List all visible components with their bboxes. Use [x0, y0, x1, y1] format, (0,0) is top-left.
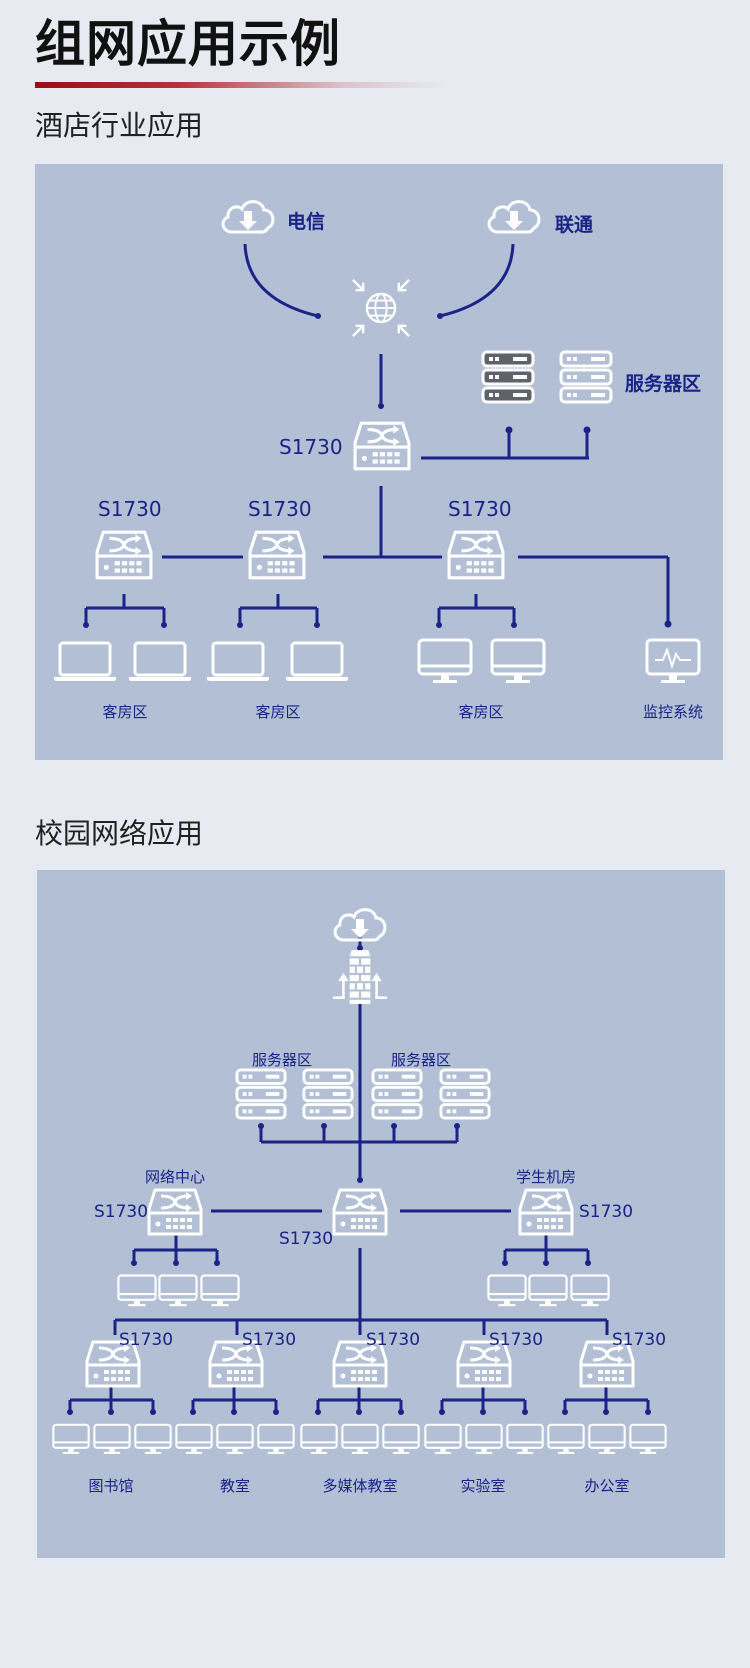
access-switch-label: S1730: [98, 497, 162, 521]
office-label: 办公室: [584, 1477, 629, 1495]
room-zone-label: 客房区: [458, 703, 503, 721]
isp-telecom-label: 电信: [287, 210, 325, 233]
laptop-icon: [206, 641, 270, 682]
network-center-label: 网络中心: [145, 1168, 205, 1186]
server-rack-icon: [481, 350, 535, 404]
laptop-icon: [53, 641, 117, 682]
hotel-diagram-panel: 电信 联通 服务器区 S1730 S1730 S1730 S1730 客房区 客…: [35, 164, 723, 760]
switch-icon: [248, 530, 306, 580]
desktop-monitor-icon: [417, 638, 473, 684]
desktop-monitor-icon: [200, 1274, 240, 1307]
network-center-switch-icon: [147, 1188, 203, 1236]
desktop-monitor-icon: [216, 1423, 254, 1455]
server-zone-label: 服务器区: [625, 372, 701, 395]
desktop-monitor-icon: [257, 1423, 295, 1455]
student-lab-label: 学生机房: [516, 1168, 576, 1186]
desktop-monitor-icon: [134, 1423, 172, 1455]
switch-model-label: S1730: [366, 1330, 420, 1350]
desktop-monitor-icon: [528, 1274, 568, 1307]
server-zone-label: 服务器区: [391, 1051, 451, 1069]
classroom-label: 教室: [220, 1477, 250, 1495]
desktop-monitor-icon: [570, 1274, 610, 1307]
desktop-monitor-icon: [490, 638, 546, 684]
switch-icon: [95, 530, 153, 580]
student-lab-switch-icon: [518, 1188, 574, 1236]
room-zone-label: 客房区: [102, 703, 147, 721]
page-title: 组网应用示例: [35, 15, 341, 73]
desktop-monitor-icon: [52, 1423, 90, 1455]
library-label: 图书馆: [88, 1477, 133, 1495]
desktop-monitor-icon: [629, 1423, 667, 1455]
desktop-monitor-icon: [547, 1423, 585, 1455]
server-zone-label: 服务器区: [252, 1051, 312, 1069]
switch-model-label: S1730: [489, 1330, 543, 1350]
laptop-icon: [285, 641, 349, 682]
server-rack-icon: [559, 350, 613, 404]
desktop-monitor-icon: [158, 1274, 198, 1307]
internet-cloud-icon: [333, 908, 387, 942]
switch-icon: [447, 530, 505, 580]
server-rack-icon: [439, 1068, 491, 1120]
core-switch-icon: [353, 421, 411, 471]
desktop-monitor-icon: [341, 1423, 379, 1455]
switch-model-label: S1730: [579, 1202, 633, 1222]
monitor-system-label: 监控系统: [643, 703, 703, 721]
desktop-monitor-icon: [117, 1274, 157, 1307]
hotel-link-dots: [83, 313, 672, 628]
hotel-section-title: 酒店行业应用: [35, 109, 204, 142]
floor-desktop-group: [52, 1423, 667, 1455]
laptop-icon: [128, 641, 192, 682]
server-rack-icon: [235, 1068, 287, 1120]
desktop-monitor-icon: [93, 1423, 131, 1455]
core-switch-label: S1730: [279, 435, 343, 459]
campus-link-dots: [67, 945, 651, 1415]
server-rack-icon: [302, 1068, 354, 1120]
multimedia-classroom-label: 多媒体教室: [322, 1477, 397, 1495]
desktop-monitor-icon: [487, 1274, 527, 1307]
access-switch-label: S1730: [448, 497, 512, 521]
campus-diagram-panel: 服务器区 服务器区 网络中心 学生机房 S1730 S1730 S1730 S1…: [37, 870, 725, 1558]
desktop-monitor-icon: [300, 1423, 338, 1455]
campus-section-title: 校园网络应用: [35, 817, 204, 850]
desktop-monitor-icon: [424, 1423, 462, 1455]
switch-model-label: S1730: [94, 1202, 148, 1222]
room-zone-label: 客房区: [255, 703, 300, 721]
isp-unicom-label: 联通: [555, 214, 594, 236]
laboratory-label: 实验室: [460, 1477, 505, 1495]
core-switch-label: S1730: [279, 1229, 333, 1249]
switch-model-label: S1730: [612, 1330, 666, 1350]
switch-model-label: S1730: [119, 1330, 173, 1350]
switch-model-label: S1730: [242, 1330, 296, 1350]
internet-globe-icon: [351, 278, 411, 338]
monitoring-screen-icon: [645, 638, 701, 684]
unicom-cloud-icon: [487, 200, 541, 234]
telecom-cloud-icon: [221, 200, 275, 234]
title-underline: [35, 82, 445, 88]
campus-link-lines: [68, 928, 650, 1412]
core-switch-icon: [332, 1188, 388, 1236]
desktop-monitor-icon: [382, 1423, 420, 1455]
firewall-icon: [331, 948, 389, 1006]
desktop-monitor-icon: [465, 1423, 503, 1455]
desktop-monitor-icon: [175, 1423, 213, 1455]
server-rack-icon: [371, 1068, 423, 1120]
access-switch-label: S1730: [248, 497, 312, 521]
desktop-monitor-icon: [588, 1423, 626, 1455]
desktop-monitor-icon: [506, 1423, 544, 1455]
